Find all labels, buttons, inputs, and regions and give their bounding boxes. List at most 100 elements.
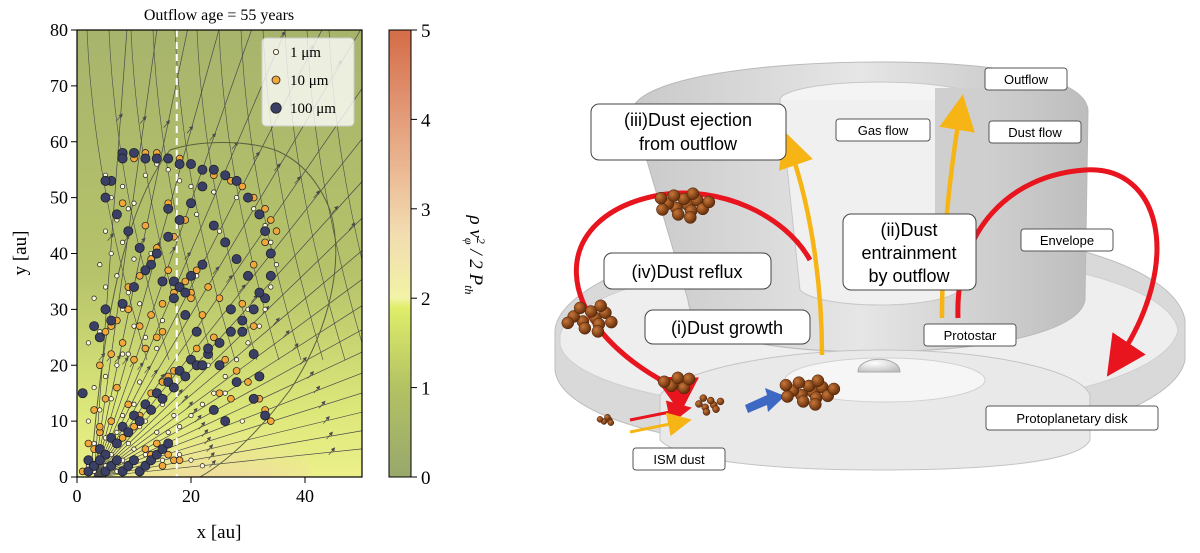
streamline xyxy=(93,305,362,477)
callout-dust-reflux: (iv)Dust reflux xyxy=(603,252,772,290)
scatter-point-series-2 xyxy=(157,276,168,287)
scatter-point-series-0 xyxy=(91,385,97,391)
scatter-point-series-2 xyxy=(100,304,111,315)
scatter-point-series-2 xyxy=(237,315,248,326)
scatter-point-series-0 xyxy=(125,290,131,296)
dust-grain xyxy=(686,187,700,200)
scatter-point-series-1 xyxy=(221,355,229,364)
scatter-point-series-1 xyxy=(232,367,241,375)
colorbar-gradient xyxy=(388,29,412,478)
scatter-point-series-2 xyxy=(134,416,145,427)
scatter-point-series-2 xyxy=(265,270,276,281)
scatter-point-series-0 xyxy=(131,401,137,407)
scatter-point-series-2 xyxy=(220,170,231,181)
scatter-point-series-2 xyxy=(174,215,185,225)
streamline-arrow xyxy=(137,362,144,370)
y-tick-label: 50 xyxy=(50,188,68,208)
scatter-point-series-2 xyxy=(94,332,105,343)
streamline-arrow xyxy=(300,356,307,365)
scatter-point-series-0 xyxy=(102,373,109,379)
streamline-arrow xyxy=(313,190,321,199)
y-tick-label: 20 xyxy=(50,355,68,375)
scatter-point-series-0 xyxy=(114,362,120,368)
dust-grain xyxy=(684,211,697,224)
scatter-point-series-1 xyxy=(272,227,281,235)
scatter-point-series-2 xyxy=(231,377,242,387)
x-tick-label: 20 xyxy=(182,486,200,506)
scatter-point-series-0 xyxy=(159,317,166,324)
scatter-point-series-0 xyxy=(131,323,137,329)
scatter-point-series-2 xyxy=(117,298,128,309)
scatter-point-series-2 xyxy=(129,147,139,158)
streamline-arrow xyxy=(525,271,530,277)
streamline-arrow xyxy=(283,329,290,338)
streamline-arrow xyxy=(204,436,211,445)
dust-grain xyxy=(656,203,669,216)
scatter-point-series-0 xyxy=(131,446,137,452)
dust-grain xyxy=(702,195,716,209)
streamline xyxy=(108,30,170,361)
scatter-point-series-1 xyxy=(147,311,155,319)
streamline xyxy=(93,30,158,477)
scatter-point-series-1 xyxy=(118,339,127,347)
streamline xyxy=(93,392,362,477)
scatter-point-series-2 xyxy=(214,337,225,348)
streamline-arrow xyxy=(548,330,553,336)
streamline-arrow xyxy=(125,0,130,1)
scatter-point-series-0 xyxy=(188,457,194,463)
scatter-point-series-2 xyxy=(265,248,276,259)
growth-arrow xyxy=(745,388,785,413)
colorbar-tick-label: 1 xyxy=(421,379,431,400)
streamline-arrow xyxy=(186,401,194,410)
scatter-point-series-2 xyxy=(129,455,139,466)
streamline-arrow xyxy=(440,389,445,395)
scatter-point-series-0 xyxy=(268,239,274,245)
streamline xyxy=(93,217,362,477)
streamline-arrow xyxy=(114,354,121,363)
plot-title: Outflow age = 55 years xyxy=(144,7,294,24)
streamline-arrow xyxy=(144,365,151,374)
label-protostar: Protostar xyxy=(923,323,1017,347)
scatter-point-series-2 xyxy=(134,242,145,253)
scatter-point-series-0 xyxy=(188,412,194,419)
scatter-point-series-2 xyxy=(111,455,122,466)
scatter-point-series-2 xyxy=(168,293,179,304)
scatter-point-series-0 xyxy=(85,340,91,346)
scatter-point-series-0 xyxy=(154,345,160,352)
scatter-point-series-2 xyxy=(197,164,208,175)
scatter-point-series-1 xyxy=(261,238,269,247)
streamline-arrow xyxy=(122,356,129,365)
legend-label-10um: 10 μm xyxy=(290,73,329,89)
scatter-point-series-1 xyxy=(249,260,258,269)
scatter-point-series-2 xyxy=(77,388,88,399)
protostar xyxy=(857,358,901,373)
legend-box xyxy=(261,37,355,127)
scatter-point-series-0 xyxy=(211,189,217,195)
scatter-point-series-1 xyxy=(204,283,212,291)
streamline-arrow xyxy=(208,451,215,460)
streamline-arrow xyxy=(253,151,260,160)
streamline-arrow xyxy=(181,394,189,403)
dust-grain xyxy=(781,390,794,403)
scatter-point-series-2 xyxy=(89,321,100,332)
streamline-arrow xyxy=(194,414,202,423)
streamline xyxy=(93,30,323,477)
scatter-point-series-0 xyxy=(91,440,97,447)
scatter-point-series-1 xyxy=(130,422,138,431)
dust-grain xyxy=(706,396,715,405)
scatter-point-series-2 xyxy=(94,455,105,466)
scatter-point-series-1 xyxy=(227,395,235,403)
streamline-arrow xyxy=(567,424,572,430)
scatter-point-series-1 xyxy=(135,272,144,280)
dust-grain xyxy=(827,382,841,396)
streamline xyxy=(93,279,362,477)
streamline xyxy=(94,448,362,477)
dust-grain xyxy=(699,394,708,402)
streamline-arrow xyxy=(434,366,439,372)
scatter-point-series-2 xyxy=(243,270,253,281)
scatter-point-series-1 xyxy=(249,322,258,330)
dust-grain xyxy=(702,408,711,416)
scatter-point-series-2 xyxy=(168,382,179,393)
streamline xyxy=(93,372,362,477)
scatter-point-series-0 xyxy=(137,379,143,385)
